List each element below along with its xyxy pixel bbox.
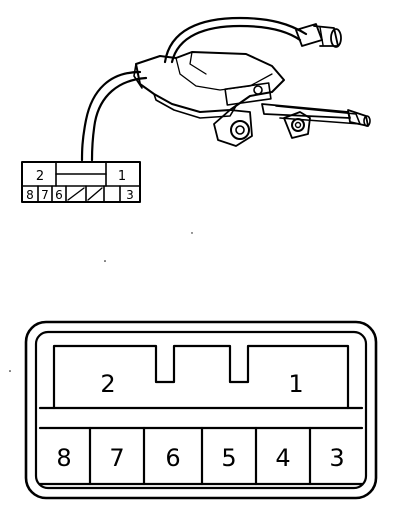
small-pin-label: 3 xyxy=(126,188,134,202)
harness-plug xyxy=(295,23,342,48)
large-pin-label: 3 xyxy=(329,444,344,472)
switch-assembly xyxy=(80,16,371,162)
empty-cavity-mark xyxy=(87,187,103,201)
switch-body xyxy=(133,51,285,119)
large-connector: 2 1 8 7 6 5 4 3 xyxy=(24,320,378,500)
large-pin-label: 2 xyxy=(100,370,115,398)
large-pin-label: 8 xyxy=(56,444,71,472)
mounting-boss-left xyxy=(213,109,253,147)
large-pin-label: 7 xyxy=(109,444,124,472)
large-pin-label: 6 xyxy=(165,444,180,472)
small-pin-label: 2 xyxy=(36,169,44,184)
scan-specks xyxy=(9,232,193,372)
large-pin-label: 1 xyxy=(288,370,303,398)
small-pin-label: 7 xyxy=(41,188,49,202)
small-pin-label: 8 xyxy=(26,188,34,202)
lever-rod xyxy=(261,103,371,127)
small-pin-label: 1 xyxy=(118,169,126,184)
small-pin-label: 6 xyxy=(55,188,63,202)
mounting-boss-right xyxy=(283,111,311,139)
large-pin-label: 4 xyxy=(275,444,290,472)
small-connector: 2 1 8 7 6 3 xyxy=(21,161,141,203)
empty-cavity-mark xyxy=(67,187,85,201)
large-pin-label: 5 xyxy=(221,444,236,472)
